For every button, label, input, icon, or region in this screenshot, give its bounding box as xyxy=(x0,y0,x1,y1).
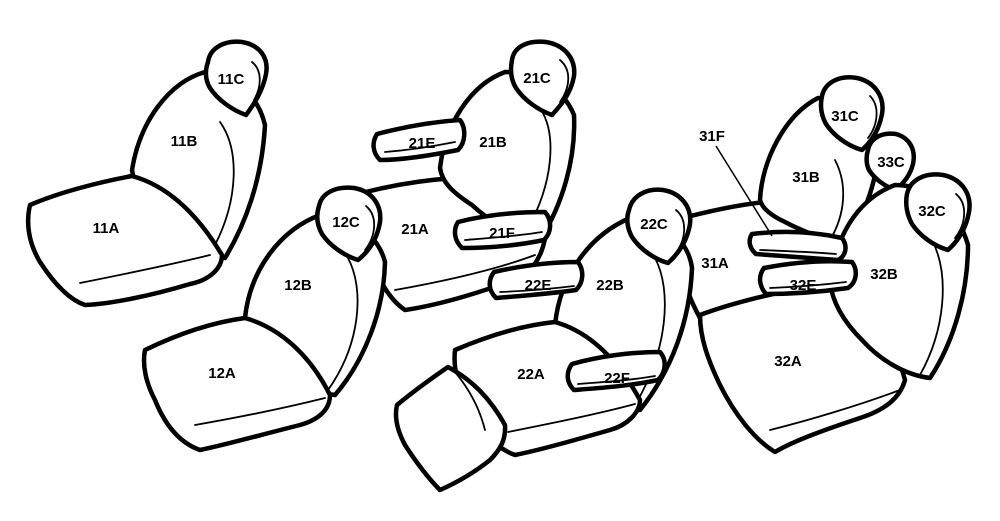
seat-32-headrest xyxy=(903,172,972,253)
label-22C: 22C xyxy=(640,216,668,233)
seat-22: 22A 22B 22C 22E 22F xyxy=(393,187,695,493)
label-12C: 12C xyxy=(332,214,360,231)
seat-31-headrest xyxy=(818,75,885,153)
seat-21-headrest xyxy=(508,39,577,118)
label-22B: 22B xyxy=(596,277,624,294)
seat-33-headrest xyxy=(864,131,916,193)
label-31B: 31B xyxy=(792,169,820,186)
label-21F: 21F xyxy=(489,225,515,242)
seat-11: 11A 11B 11C xyxy=(25,39,269,308)
seat-21-backrest xyxy=(437,69,577,243)
label-31C: 31C xyxy=(831,108,859,125)
leader-line-31F xyxy=(715,145,773,237)
label-21A: 21A xyxy=(401,221,429,238)
label-22E: 22E xyxy=(525,277,552,294)
label-22F: 22F xyxy=(604,370,630,387)
label-31A: 31A xyxy=(701,255,729,272)
label-33C: 33C xyxy=(877,154,905,171)
seat-32-armrest-e xyxy=(757,259,858,297)
seat-12-cushion xyxy=(141,315,333,453)
seat-11-cushion xyxy=(25,173,225,308)
label-11C: 11C xyxy=(218,71,245,88)
seat-11-headrest xyxy=(203,39,269,118)
seat-22-armrest-f xyxy=(565,349,667,393)
label-11A: 11A xyxy=(93,220,120,237)
label-21C: 21C xyxy=(523,70,551,87)
seat-22-headrest xyxy=(625,187,693,266)
label-12B: 12B xyxy=(284,277,312,294)
label-21B: 21B xyxy=(479,134,507,151)
seat-22-armrest-e xyxy=(487,259,585,301)
label-12A: 12A xyxy=(208,365,236,382)
label-32B: 32B xyxy=(870,266,898,283)
seat-31-32: 31A 31B 31C 31F 32A 32B 32C 32E 33C xyxy=(672,75,972,455)
seat-22-ottoman xyxy=(393,364,508,493)
seat-31-armrest-f xyxy=(747,229,848,263)
label-32A: 32A xyxy=(774,353,802,370)
label-21E: 21E xyxy=(409,135,436,152)
label-31F: 31F xyxy=(699,128,725,145)
label-32E: 32E xyxy=(790,277,817,294)
seat-12-headrest xyxy=(315,185,383,263)
label-11B: 11B xyxy=(171,133,198,150)
seat-12: 12A 12B 12C xyxy=(141,185,388,453)
seat-21: 21A 21B 21C 21E 21F xyxy=(352,39,577,313)
seat-21-armrest-e xyxy=(371,117,467,163)
label-32C: 32C xyxy=(918,203,946,220)
label-22A: 22A xyxy=(517,366,545,383)
